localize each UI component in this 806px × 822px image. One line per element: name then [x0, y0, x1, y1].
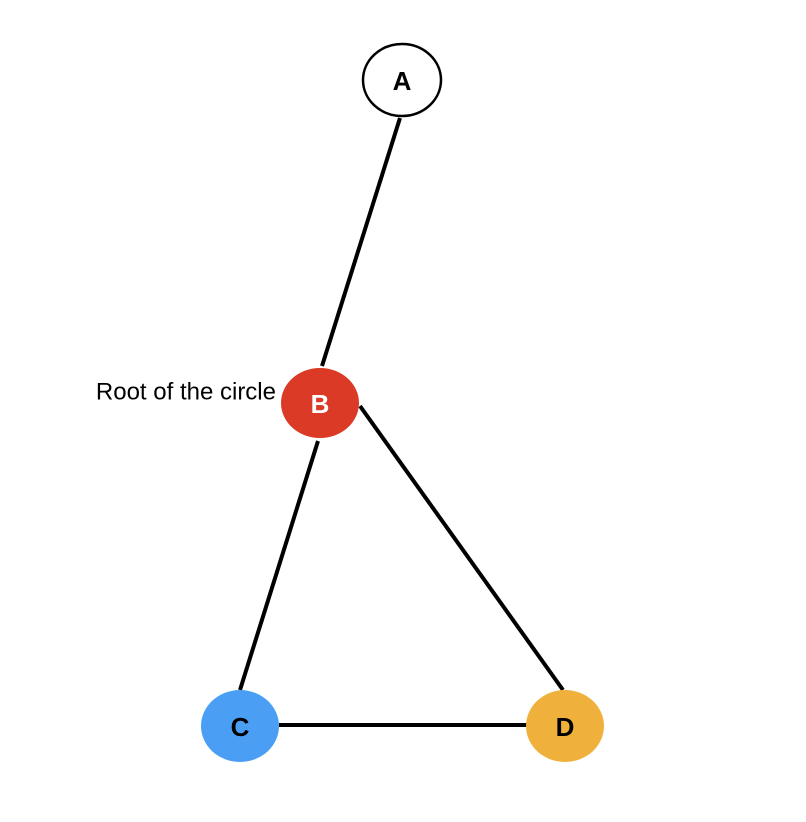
node-d: D	[526, 690, 604, 762]
node-a-shape	[361, 42, 443, 118]
node-a-label: A	[393, 66, 412, 96]
edge-b-d	[358, 404, 565, 692]
node-c: C	[201, 690, 279, 762]
node-d-label: D	[556, 712, 575, 742]
node-b: B	[281, 368, 359, 438]
edge-a-b	[320, 117, 402, 367]
node-b-label: B	[311, 389, 330, 419]
node-d-shape	[526, 690, 604, 762]
edge-b-c	[238, 440, 320, 691]
node-c-label: C	[231, 712, 250, 742]
node-b-shape	[281, 368, 359, 438]
node-a: A	[361, 42, 443, 118]
root-annotation-label: Root of the circle	[96, 379, 276, 406]
node-c-shape	[201, 690, 279, 762]
